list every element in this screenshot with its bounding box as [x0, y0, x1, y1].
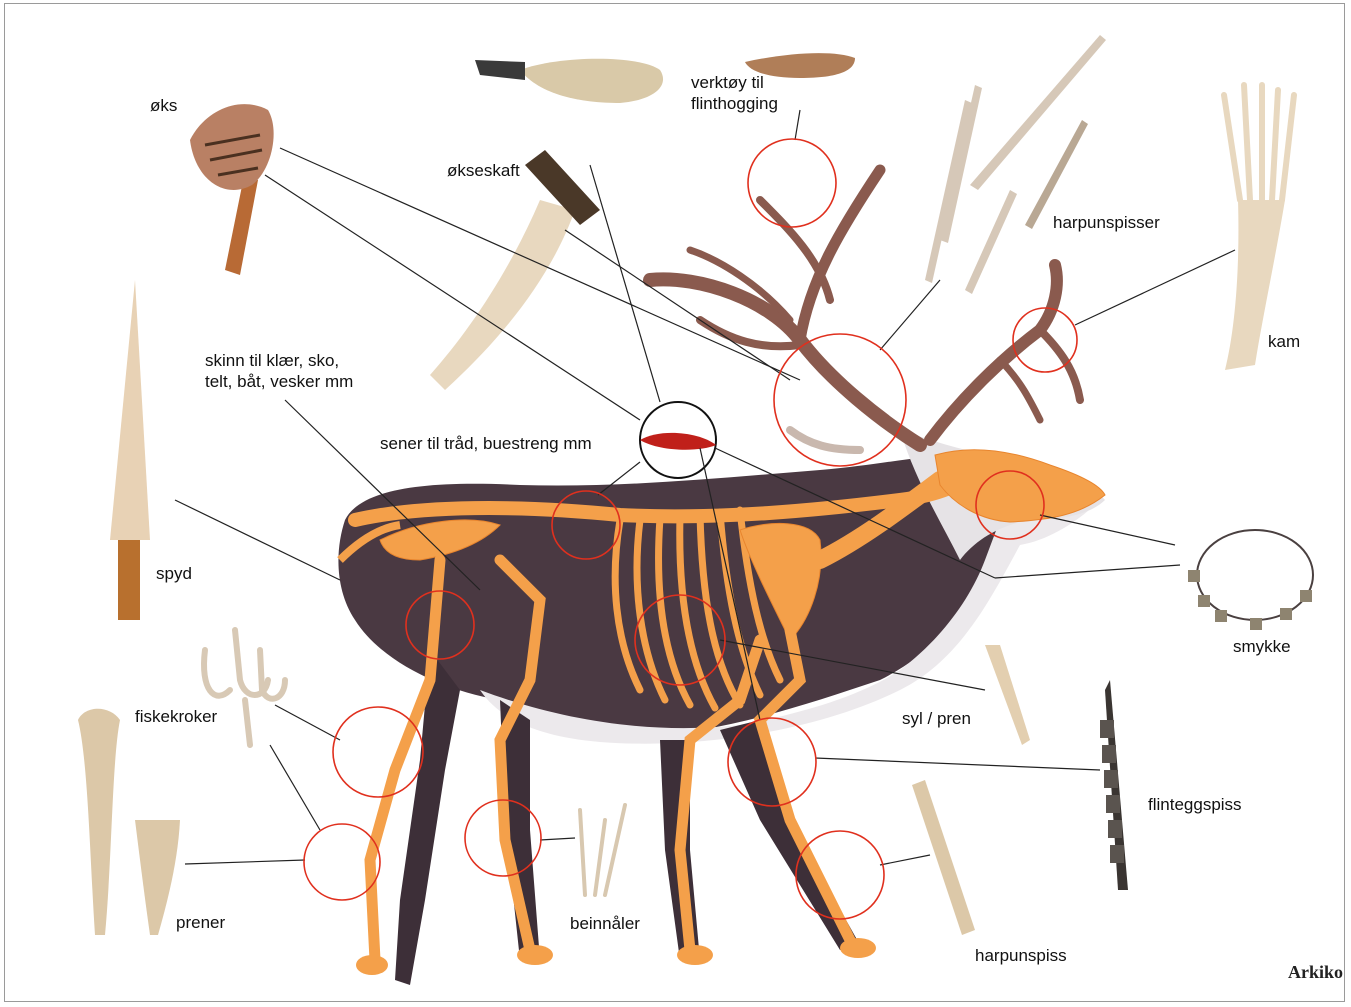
- label-okseskaft: økseskaft: [447, 160, 520, 181]
- label-syl-pren: syl / pren: [902, 708, 971, 729]
- callout-circle-flint-tool: [748, 139, 836, 227]
- label-flinteggspiss: flinteggspiss: [1148, 794, 1242, 815]
- label-beinnaler: beinnåler: [570, 913, 640, 934]
- label-verktoy-til-flinthogging: verktøy til flinthogging: [691, 72, 778, 114]
- label-spyd: spyd: [156, 563, 192, 584]
- awl-illustration: [985, 645, 1030, 745]
- label-harpunspisser: harpunspisser: [1053, 212, 1160, 233]
- harpoon-points-illustration: [925, 35, 1106, 294]
- label-kam: kam: [1268, 331, 1300, 352]
- bone-needles-illustration: [580, 805, 625, 895]
- arkiko-logo: Arkiko: [1288, 962, 1343, 983]
- harpoon-point-illustration: [912, 780, 975, 935]
- label-sener: sener til tråd, buestreng mm: [380, 433, 592, 454]
- axe-shaft-illustration: [430, 59, 663, 390]
- label-smykke: smykke: [1233, 636, 1291, 657]
- label-skinn: skinn til klær, sko, telt, båt, vesker m…: [205, 350, 353, 392]
- spear-illustration: [110, 280, 150, 620]
- label-fiskekroker: fiskekroker: [135, 706, 217, 727]
- necklace-illustration: [1188, 530, 1313, 630]
- comb-illustration: [1224, 85, 1294, 370]
- bone-points-illustration: [78, 709, 180, 935]
- callout-circle-hind-joint: [333, 707, 423, 797]
- label-oks: øks: [150, 95, 177, 116]
- fish-hooks-illustration: [204, 630, 285, 745]
- label-harpunspiss: harpunspiss: [975, 945, 1067, 966]
- reindeer-antlers: [650, 170, 1080, 450]
- label-prener: prener: [176, 912, 225, 933]
- axe-head-illustration: [190, 104, 274, 275]
- flint-edge-spear-illustration: [1100, 680, 1128, 890]
